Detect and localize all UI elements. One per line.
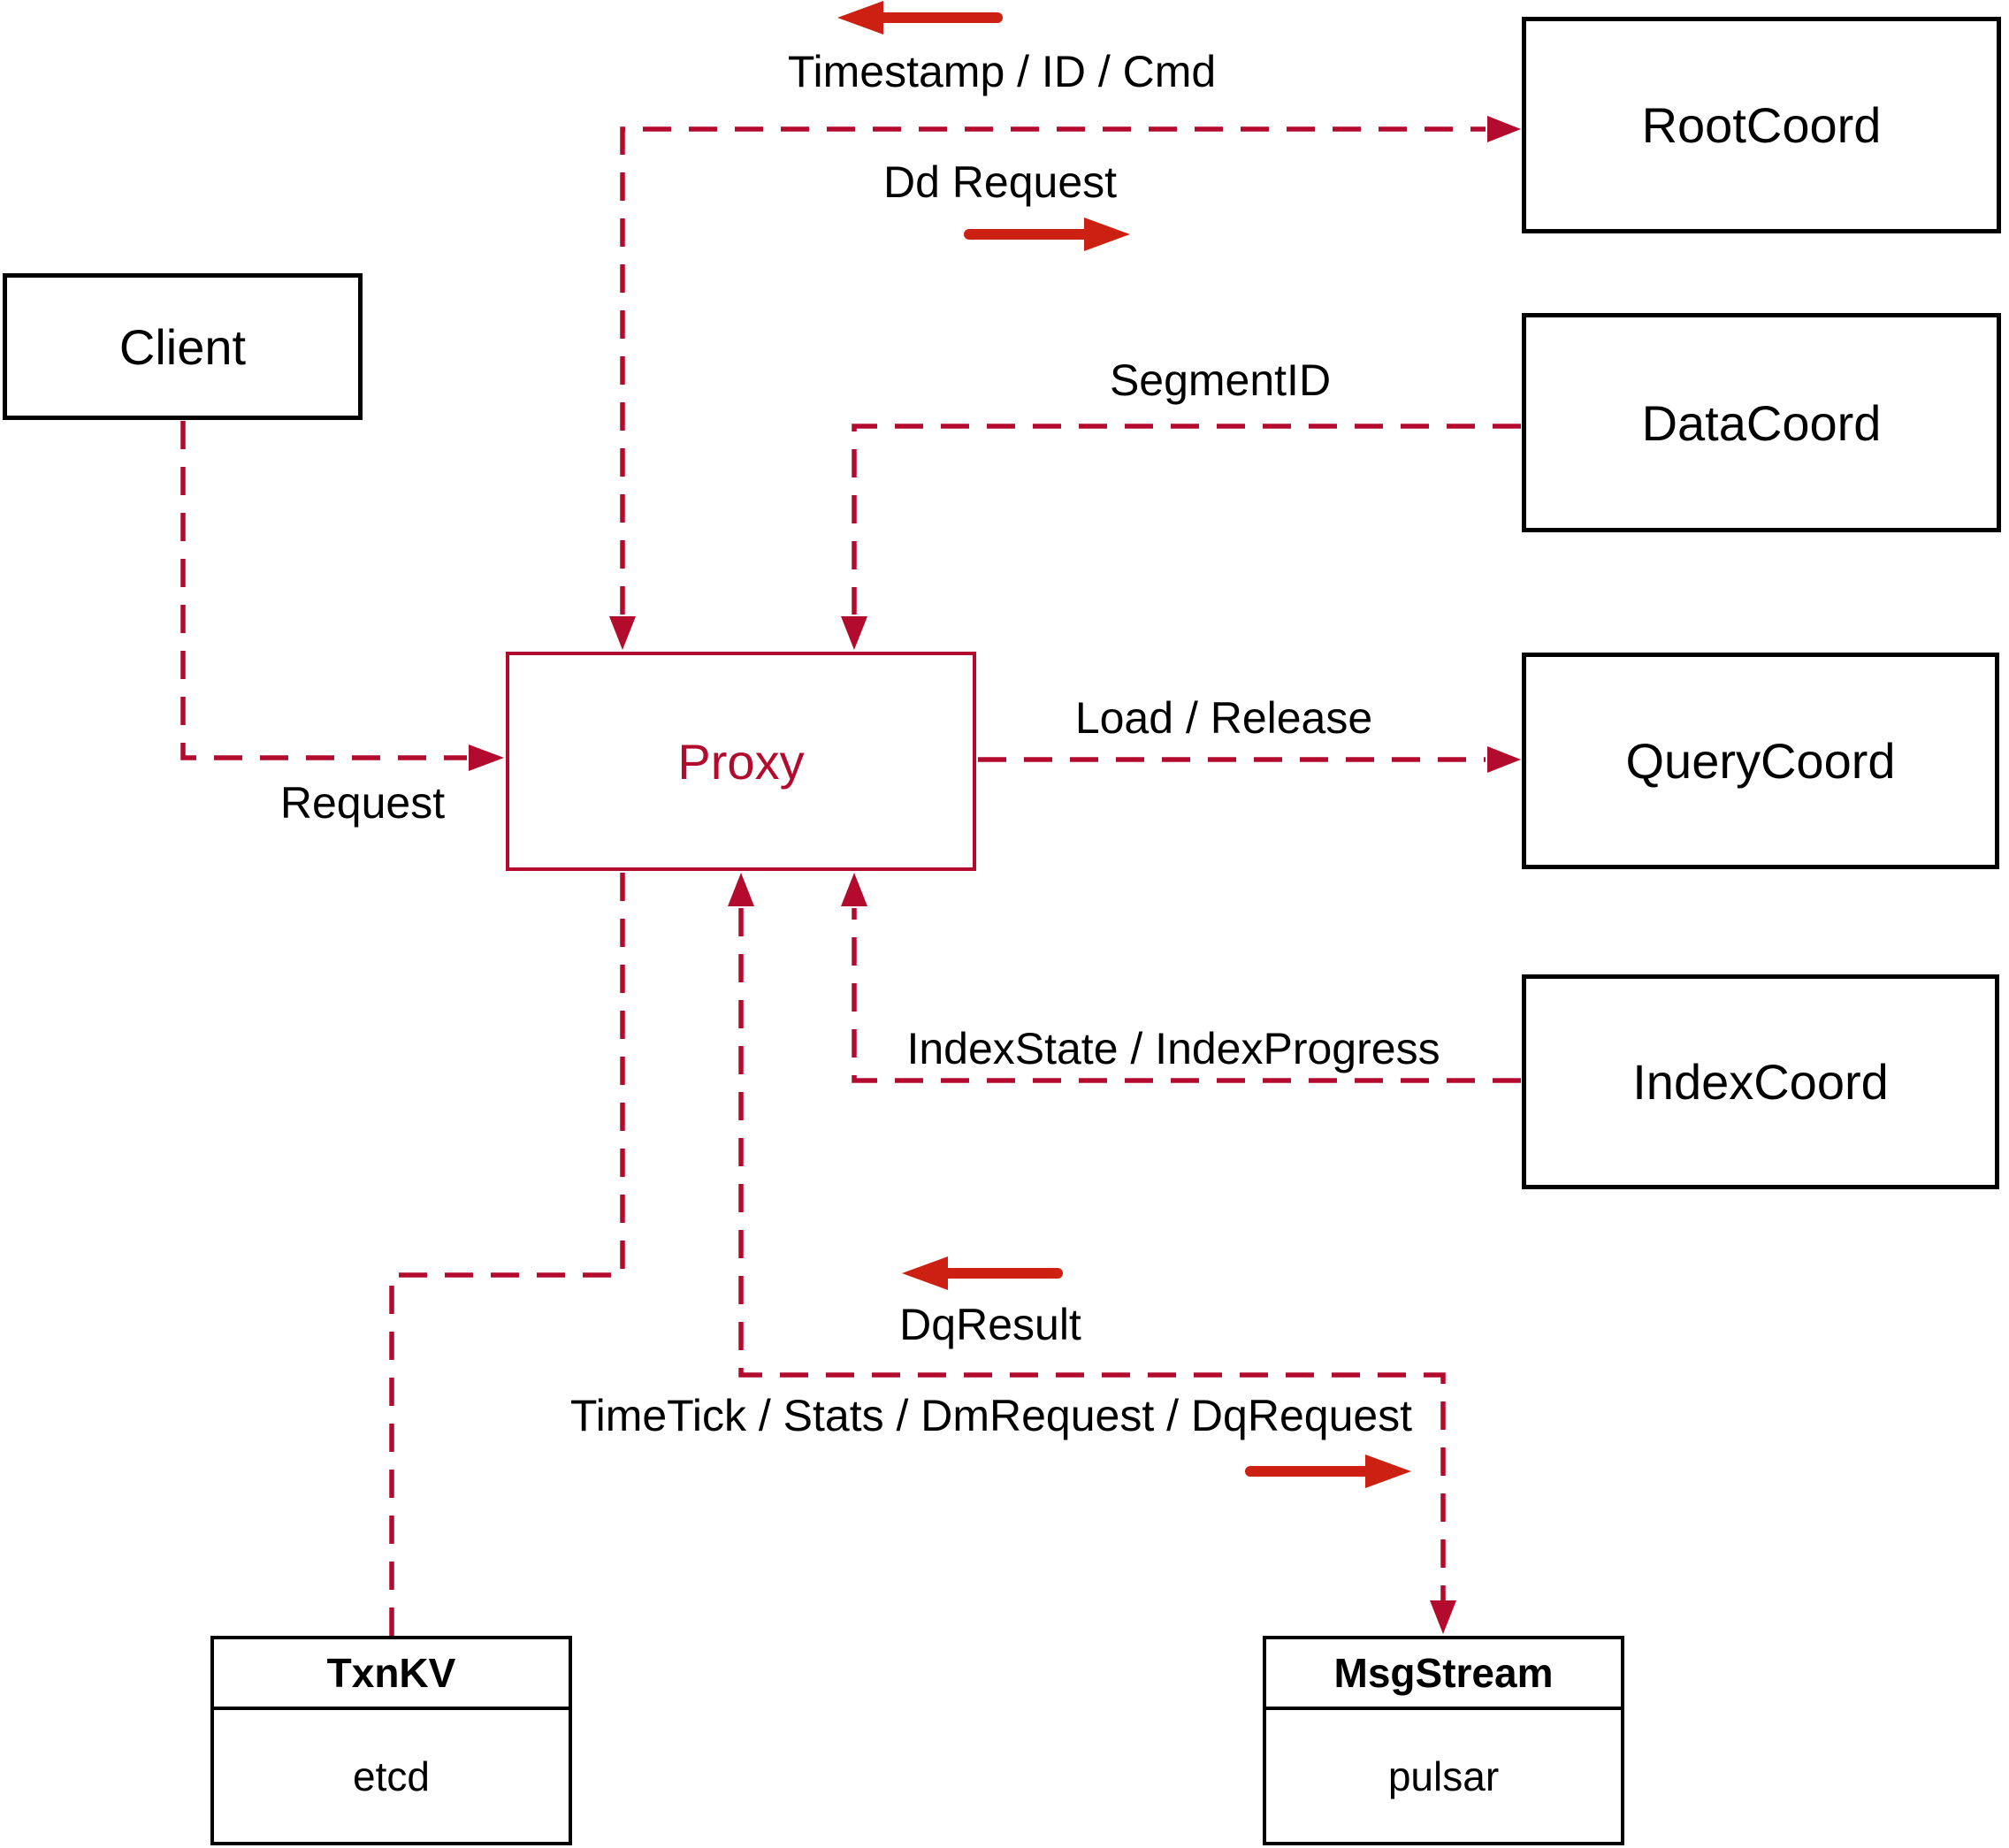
edge-label-request: Request bbox=[279, 778, 446, 828]
arrowhead-into-rootcoord-icon bbox=[1487, 116, 1521, 142]
edge-label-index-state-progress: IndexState / IndexProgress bbox=[906, 1024, 1440, 1073]
flow-arrow-timestamp-left-icon bbox=[837, 1, 1003, 34]
node-rootcoord: RootCoord bbox=[1522, 17, 2001, 233]
node-indexcoord: IndexCoord bbox=[1522, 974, 1999, 1189]
node-msgstream: MsgStream pulsar bbox=[1263, 1636, 1624, 1845]
node-datacoord-label: DataCoord bbox=[1641, 394, 1882, 451]
node-datacoord: DataCoord bbox=[1522, 313, 2001, 532]
edge-client-proxy bbox=[180, 421, 504, 771]
node-querycoord: QueryCoord bbox=[1522, 653, 1999, 869]
node-txnkv-impl: etcd bbox=[353, 1753, 430, 1799]
node-indexcoord-label: IndexCoord bbox=[1632, 1054, 1889, 1110]
edge-label-segment-id: SegmentID bbox=[1109, 355, 1332, 405]
arrowhead-into-proxy-top-right-icon bbox=[841, 616, 867, 650]
arrowhead-into-proxy-left-icon bbox=[469, 745, 504, 771]
node-msgstream-title: MsgStream bbox=[1266, 1639, 1621, 1710]
arrowhead-into-querycoord-icon bbox=[1487, 746, 1521, 773]
edge-proxy-msgstream bbox=[728, 873, 1456, 1634]
edge-label-dd-request: Dd Request bbox=[882, 157, 1118, 207]
node-querycoord-label: QueryCoord bbox=[1625, 733, 1896, 789]
flow-arrow-dqresult-left-icon bbox=[902, 1256, 1063, 1290]
arrowhead-into-msgstream-icon bbox=[1430, 1600, 1456, 1634]
edge-indexcoord-proxy bbox=[841, 873, 1521, 1083]
edge-datacoord-proxy bbox=[841, 424, 1521, 650]
edge-label-timetick-stats: TimeTick / Stats / DmRequest / DqRequest bbox=[569, 1391, 1413, 1440]
edge-label-load-release: Load / Release bbox=[1074, 693, 1373, 743]
node-txnkv: TxnKV etcd bbox=[210, 1636, 572, 1845]
node-msgstream-impl: pulsar bbox=[1387, 1753, 1500, 1799]
arrowhead-into-proxy-bottom-left-icon bbox=[728, 873, 754, 906]
edge-label-dq-result: DqResult bbox=[899, 1300, 1081, 1349]
node-client-label: Client bbox=[118, 318, 247, 375]
node-txnkv-title: TxnKV bbox=[214, 1639, 569, 1710]
edge-label-timestamp-id-cmd: Timestamp / ID / Cmd bbox=[787, 47, 1217, 96]
node-client: Client bbox=[3, 273, 363, 420]
flow-arrow-timetick-right-icon bbox=[1245, 1455, 1411, 1488]
arrowhead-into-proxy-bottom-right-icon bbox=[841, 873, 867, 906]
edge-proxy-txnkv bbox=[389, 873, 625, 1636]
node-proxy: Proxy bbox=[506, 652, 976, 871]
arrowhead-into-proxy-top-left-icon bbox=[609, 616, 636, 650]
edge-proxy-querycoord bbox=[978, 746, 1521, 773]
flow-arrow-ddrequest-right-icon bbox=[964, 218, 1130, 251]
node-rootcoord-label: RootCoord bbox=[1641, 97, 1882, 153]
node-proxy-label: Proxy bbox=[677, 733, 805, 790]
edge-proxy-rootcoord bbox=[609, 116, 1521, 650]
